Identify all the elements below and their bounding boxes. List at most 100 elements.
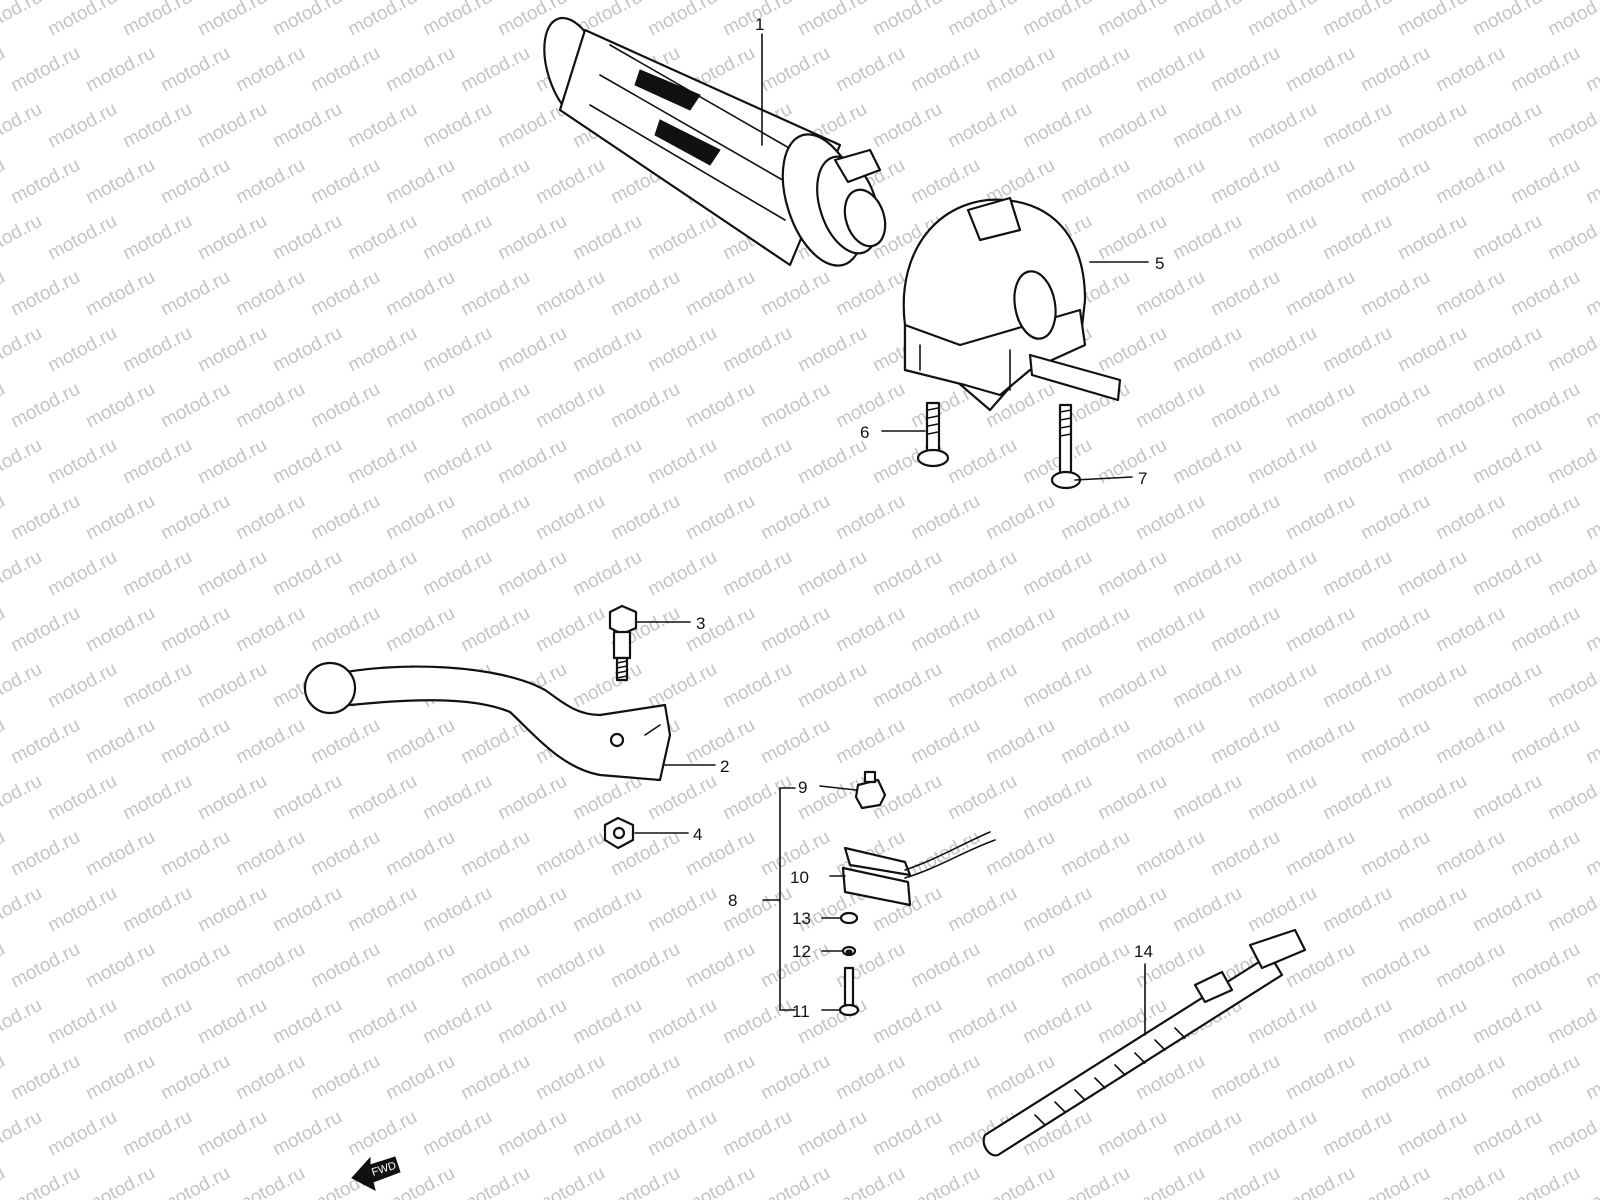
watermark-text: motod.ru [1132,379,1208,433]
watermark-text: motod.ru [757,715,833,769]
watermark-text: motod.ru [307,267,383,321]
watermark-text: motod.ru [1094,547,1170,601]
watermark-text: motod.ru [1207,43,1283,97]
watermark-text: motod.ru [1319,323,1395,377]
watermark-text: motod.ru [194,211,270,265]
watermark-text: motod.ru [44,323,120,377]
watermark-text: motod.ru [1207,1163,1283,1200]
callout-5: 5 [1155,254,1164,273]
watermark-text: motod.ru [869,547,945,601]
watermark-text: motod.ru [607,379,683,433]
watermark-text: motod.ru [232,1163,308,1200]
watermark-text: motod.ru [1019,0,1095,40]
watermark-text: motod.ru [232,827,308,881]
watermark-text: motod.ru [0,43,9,97]
watermark-text: motod.ru [157,715,233,769]
watermark-text: motod.ru [569,547,645,601]
watermark-text: motod.ru [457,155,533,209]
watermark-text: motod.ru [494,99,570,153]
watermark-text: motod.ru [982,939,1058,993]
watermark-text: motod.ru [644,323,720,377]
watermark-text: motod.ru [1582,155,1600,209]
watermark-text: motod.ru [569,1107,645,1161]
watermark-text: motod.ru [1582,379,1600,433]
part-6-screw [916,401,950,468]
watermark-text: motod.ru [1094,883,1170,937]
watermark-text: motod.ru [119,435,195,489]
watermark-text: motod.ru [0,659,46,713]
watermark-text: motod.ru [1244,99,1320,153]
watermark-text: motod.ru [1282,827,1358,881]
watermark-text: motod.ru [307,603,383,657]
watermark-text: motod.ru [869,99,945,153]
watermark-text: motod.ru [719,323,795,377]
watermark-text: motod.ru [832,267,908,321]
watermark-text: motod.ru [0,1051,9,1105]
watermark-text: motod.ru [1169,211,1245,265]
watermark-text: motod.ru [457,827,533,881]
watermark-text: motod.ru [0,267,9,321]
watermark-text: motod.ru [7,1051,83,1105]
watermark-text: motod.ru [457,267,533,321]
watermark-text: motod.ru [907,939,983,993]
watermark-text: motod.ru [644,0,720,40]
watermark-text: motod.ru [757,1051,833,1105]
watermark-text: motod.ru [307,939,383,993]
watermark-text: motod.ru [1507,1051,1583,1105]
watermark-text: motod.ru [1357,1163,1433,1200]
callout-10: 10 [790,868,809,887]
watermark-text: motod.ru [907,491,983,545]
watermark-text: motod.ru [119,547,195,601]
watermark-text: motod.ru [644,883,720,937]
watermark-text: motod.ru [1507,1163,1583,1200]
watermark-text: motod.ru [119,1107,195,1161]
watermark-text: motod.ru [1432,939,1508,993]
watermark-text: motod.ru [119,883,195,937]
watermark-text: motod.ru [157,603,233,657]
watermark-text: motod.ru [0,435,46,489]
watermark-text: motod.ru [0,939,9,993]
watermark-text: motod.ru [907,43,983,97]
watermark-text: motod.ru [269,435,345,489]
watermark-text: motod.ru [457,1163,533,1200]
watermark-text: motod.ru [419,547,495,601]
watermark-text: motod.ru [1282,715,1358,769]
watermark-text: motod.ru [644,547,720,601]
watermark-text: motod.ru [1169,1107,1245,1161]
watermark-text: motod.ru [7,827,83,881]
watermark-text: motod.ru [1544,0,1600,40]
watermark-text: motod.ru [82,155,158,209]
watermark-text: motod.ru [1357,827,1433,881]
watermark-text: motod.ru [1244,995,1320,1049]
watermark-text: motod.ru [1357,715,1433,769]
watermark-text: motod.ru [1394,659,1470,713]
watermark-text: motod.ru [194,995,270,1049]
part-9-switch [854,770,887,810]
watermark-text: motod.ru [1544,99,1600,153]
watermark-text: motod.ru [119,0,195,40]
watermark-text: motod.ru [1319,0,1395,40]
watermark-text: motod.ru [719,547,795,601]
watermark-text: motod.ru [832,1163,908,1200]
watermark-text: motod.ru [232,155,308,209]
part-14-cable-tie [982,928,1307,1157]
group-8-bracket [762,787,796,1011]
watermark-text: motod.ru [1507,827,1583,881]
watermark-text: motod.ru [1319,883,1395,937]
watermark-text: motod.ru [157,379,233,433]
watermark-text: motod.ru [1357,491,1433,545]
watermark-text: motod.ru [1469,659,1545,713]
watermark-text: motod.ru [194,883,270,937]
watermark-text: motod.ru [269,995,345,1049]
watermark-text: motod.ru [719,1107,795,1161]
watermark-text: motod.ru [719,771,795,825]
watermark-text: motod.ru [569,435,645,489]
watermark-text: motod.ru [682,603,758,657]
watermark-text: motod.ru [1469,0,1545,40]
watermark-text: motod.ru [269,211,345,265]
watermark-text: motod.ru [532,939,608,993]
watermark-text: motod.ru [1582,827,1600,881]
part-12-washer [841,945,857,957]
watermark-text: motod.ru [832,603,908,657]
watermark-text: motod.ru [1507,715,1583,769]
